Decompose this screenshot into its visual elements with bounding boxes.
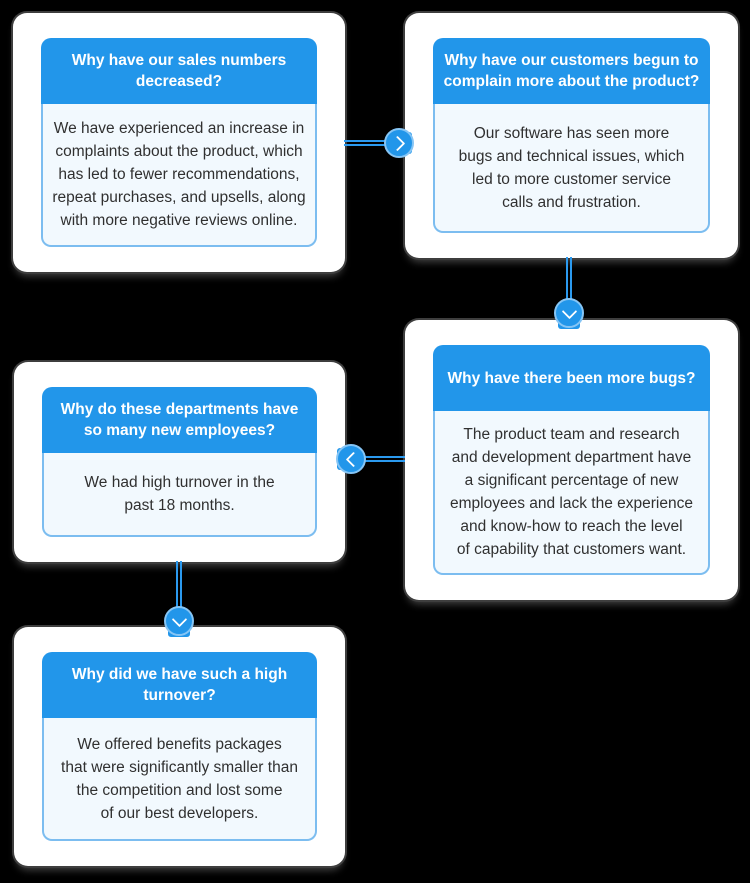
card-2-answer[interactable]: Our software has seen more bugs and tech… [433, 104, 710, 233]
connector-line-3-4[interactable] [346, 456, 405, 462]
connector-arrow-button-1-2[interactable] [384, 128, 414, 158]
connector-line-4-5[interactable] [176, 561, 182, 621]
card-3-inner: Why have there been more bugs? The produ… [433, 345, 710, 575]
card-5-answer[interactable]: We offered benefits packages that were s… [42, 718, 317, 841]
connector-line-1-2[interactable] [344, 140, 404, 146]
chevron-down-icon [171, 611, 187, 627]
card-2-inner: Why have our customers begun to complain… [433, 38, 710, 233]
card-5-question[interactable]: Why did we have such a high turnover? [42, 652, 317, 718]
chevron-right-icon [389, 135, 405, 151]
why-card-2[interactable]: Why have our customers begun to complain… [405, 13, 738, 258]
connector-line-2-3[interactable] [566, 257, 572, 313]
chevron-left-icon [345, 451, 361, 467]
chevron-down-icon [561, 303, 577, 319]
card-1-question[interactable]: Why have our sales numbers decreased? [41, 38, 317, 104]
card-3-question[interactable]: Why have there been more bugs? [433, 345, 710, 411]
card-3-answer[interactable]: The product team and research and develo… [433, 411, 710, 575]
card-1-inner: Why have our sales numbers decreased? We… [41, 38, 317, 247]
why-card-4[interactable]: Why do these departments have so many ne… [14, 362, 345, 562]
why-card-1[interactable]: Why have our sales numbers decreased? We… [13, 13, 345, 272]
why-card-5[interactable]: Why did we have such a high turnover? We… [14, 627, 345, 866]
card-2-question[interactable]: Why have our customers begun to complain… [433, 38, 710, 104]
card-1-answer[interactable]: We have experienced an increase in compl… [41, 104, 317, 247]
why-card-3[interactable]: Why have there been more bugs? The produ… [405, 320, 738, 600]
connector-arrow-button-3-4[interactable] [336, 444, 366, 474]
card-4-answer[interactable]: We had high turnover in the past 18 mont… [42, 453, 317, 537]
card-5-inner: Why did we have such a high turnover? We… [42, 652, 317, 841]
connector-arrow-button-4-5[interactable] [164, 606, 194, 636]
card-4-question[interactable]: Why do these departments have so many ne… [42, 387, 317, 453]
card-4-inner: Why do these departments have so many ne… [42, 387, 317, 537]
connector-arrow-button-2-3[interactable] [554, 298, 584, 328]
